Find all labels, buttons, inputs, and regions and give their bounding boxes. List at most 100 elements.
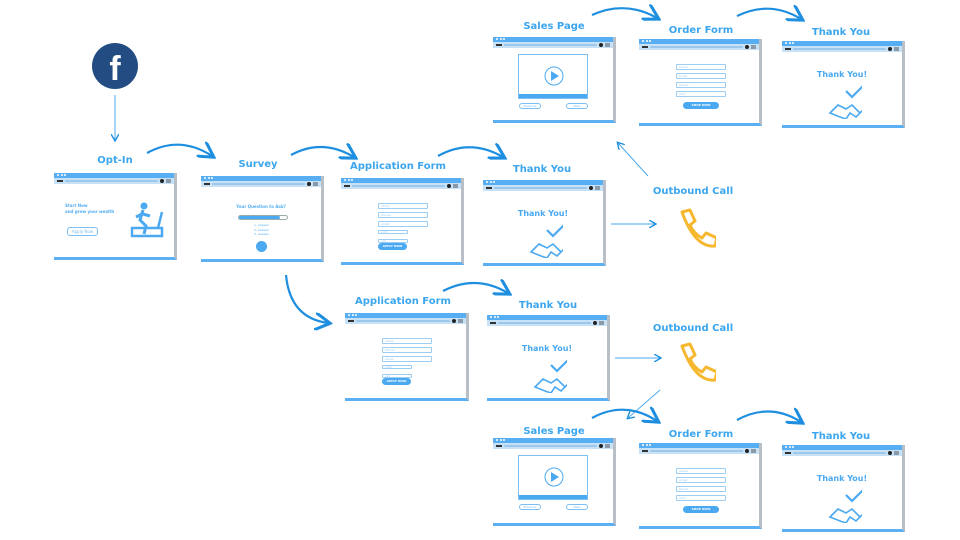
menu-icon xyxy=(458,319,463,323)
form-field[interactable]: name xyxy=(382,338,432,344)
window-dot-icon xyxy=(788,446,791,449)
flow-arrow xyxy=(591,410,657,421)
step-title: Sales Page xyxy=(523,426,585,437)
form-field[interactable]: email xyxy=(382,356,432,362)
answer-option[interactable]: 1. Answer xyxy=(254,223,269,227)
flow-arrow xyxy=(290,147,354,157)
window-titlebar xyxy=(782,445,902,450)
form-field[interactable]: email xyxy=(378,221,428,227)
url-field xyxy=(793,47,886,51)
url-field xyxy=(650,45,743,49)
page-body: Thank You! xyxy=(782,52,902,125)
form-field[interactable]: phone xyxy=(382,347,432,353)
window-titlebar xyxy=(639,443,759,448)
form-field[interactable]: email xyxy=(676,73,726,79)
step-title: Thank You xyxy=(811,431,871,442)
settings-icon xyxy=(888,451,892,455)
window-titlebar xyxy=(493,438,613,443)
nav-arrows-icon xyxy=(642,450,648,452)
url-field xyxy=(793,451,886,455)
submit-button[interactable]: SHOP NOW xyxy=(683,506,719,513)
page-mockup-thankyou[interactable]: Thank You! xyxy=(483,180,606,266)
settings-icon xyxy=(452,319,456,323)
form-field[interactable]: phone xyxy=(676,486,726,492)
video-player[interactable] xyxy=(518,54,588,99)
handshake-check-icon xyxy=(529,224,563,258)
menu-icon xyxy=(453,184,458,188)
page-mockup-thankyou[interactable]: Thank You! xyxy=(487,315,610,401)
window-dot-icon xyxy=(493,181,495,184)
form-field[interactable]: card xyxy=(676,91,726,97)
nav-arrows-icon xyxy=(496,445,502,447)
page-mockup-thankyou[interactable]: Thank You! xyxy=(782,41,905,128)
video-controls[interactable] xyxy=(519,94,587,98)
settings-icon xyxy=(745,449,749,453)
previous-button[interactable]: Previous xyxy=(519,103,541,109)
handshake-check-icon xyxy=(828,85,862,119)
window-dot-icon xyxy=(496,439,498,442)
page-mockup-sales[interactable]: Previous Next xyxy=(493,438,616,526)
page-mockup-sales[interactable]: Previous Next xyxy=(493,37,616,123)
menu-icon xyxy=(595,186,600,190)
menu-icon xyxy=(751,45,756,49)
window-titlebar xyxy=(54,173,174,178)
window-titlebar xyxy=(782,41,902,46)
answer-option[interactable]: 3. Answer xyxy=(254,232,269,236)
thank-you-message: Thank You! xyxy=(816,70,868,79)
flow-arrow xyxy=(736,9,801,19)
form-field[interactable]: prim xyxy=(382,365,412,369)
menu-icon xyxy=(166,179,171,183)
submit-button[interactable]: APPLY NOW xyxy=(378,243,407,250)
window-dot-icon xyxy=(642,40,644,43)
address-bar xyxy=(639,448,759,454)
address-bar xyxy=(782,450,902,456)
form-field[interactable]: prim xyxy=(378,230,408,234)
form-field[interactable]: card xyxy=(676,495,726,501)
form-field[interactable]: phone xyxy=(676,82,726,88)
settings-icon xyxy=(599,444,603,448)
settings-icon xyxy=(888,47,892,51)
form-field[interactable]: phone xyxy=(378,212,428,218)
video-player[interactable] xyxy=(518,455,588,500)
page-mockup-thankyou[interactable]: Thank You! xyxy=(782,445,905,532)
nav-arrows-icon xyxy=(57,180,63,182)
next-button[interactable]: Next xyxy=(566,504,588,510)
submit-button[interactable]: APPLY NOW xyxy=(382,378,411,385)
submit-button[interactable]: SHOP NOW xyxy=(683,102,719,109)
menu-icon xyxy=(605,444,610,448)
form-field[interactable]: name xyxy=(676,64,726,70)
form-field[interactable]: name xyxy=(378,203,428,209)
form-field[interactable]: name xyxy=(676,468,726,474)
menu-icon xyxy=(599,321,604,325)
next-button[interactable] xyxy=(256,241,267,252)
progress-fill xyxy=(239,216,280,219)
window-titlebar xyxy=(639,39,759,44)
video-controls[interactable] xyxy=(519,495,587,499)
url-field xyxy=(504,444,597,448)
handshake-check-icon xyxy=(533,359,567,393)
flow-arrow xyxy=(442,283,508,293)
window-dot-icon xyxy=(642,444,644,447)
form-field[interactable]: email xyxy=(676,477,726,483)
step-title: Sales Page xyxy=(523,21,585,32)
window-titlebar xyxy=(483,180,603,185)
flow-arrow xyxy=(146,145,212,156)
form-field[interactable]: xxx xyxy=(378,239,408,243)
flow-arrow xyxy=(628,389,661,418)
page-body: Thank You! xyxy=(782,456,902,529)
next-button[interactable]: Next xyxy=(566,103,588,109)
url-field xyxy=(212,182,305,186)
previous-button[interactable]: Previous xyxy=(519,504,541,510)
nav-arrows-icon xyxy=(496,44,502,46)
apply-now-button[interactable]: Apply Now xyxy=(67,227,98,236)
answer-option[interactable]: 2. Answer xyxy=(254,227,269,232)
form-field[interactable]: xxx xyxy=(382,374,412,378)
